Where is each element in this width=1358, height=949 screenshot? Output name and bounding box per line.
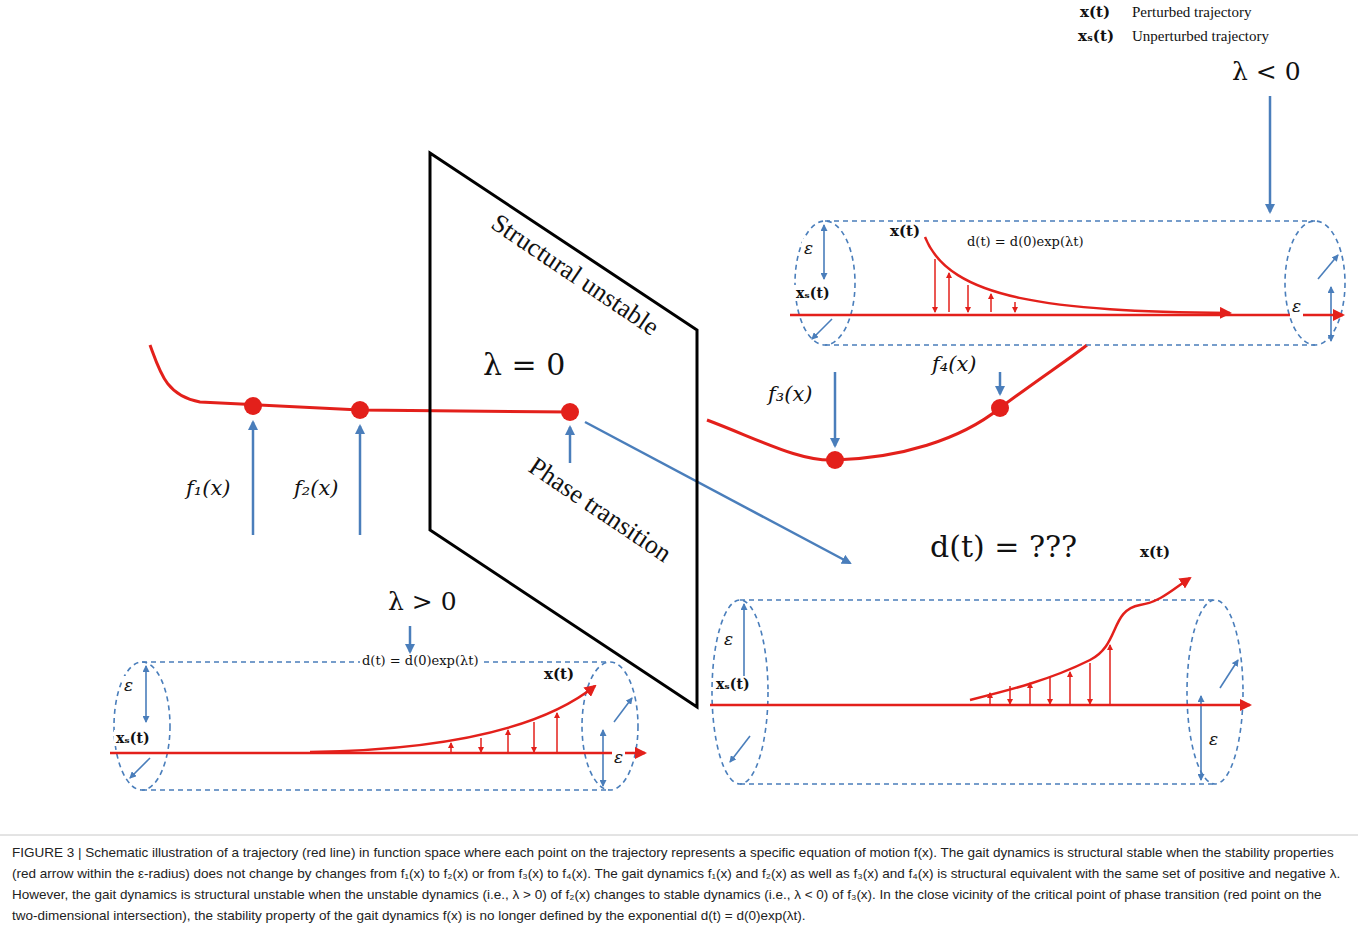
path-shape <box>970 578 1190 700</box>
ellipse-shape <box>712 600 768 784</box>
formula-label: d(t) = ??? <box>930 530 1077 565</box>
perturbation-cylinder: ε xₛ(t) d(t) = d(0)exp(λt) x(t) ε <box>110 650 650 795</box>
line-shape <box>569 427 572 463</box>
plane-label: Structural unstable <box>486 208 665 342</box>
legend-symbol: xₛ(t) <box>1078 28 1114 45</box>
epsilon-label: ε <box>722 630 735 650</box>
circle-shape <box>561 403 579 421</box>
legend-symbol: x(t) <box>1080 4 1110 21</box>
line-shape <box>1109 645 1111 704</box>
plane-label: λ = 0 <box>483 348 565 383</box>
line-shape <box>252 422 255 535</box>
trajectory-label: xₛ(t) <box>114 730 152 746</box>
line-shape <box>1049 677 1051 704</box>
plane-label: Phase transition <box>523 451 677 568</box>
polygon-shape <box>430 153 697 707</box>
line-shape <box>507 730 509 752</box>
function-label: f₂(x) <box>294 476 338 500</box>
ellipse-shape <box>1285 221 1345 345</box>
line-shape <box>740 783 1215 785</box>
trajectory-label: x(t) <box>888 223 922 240</box>
line-shape <box>934 259 936 312</box>
perturbation-cylinder: ε xₛ(t) d(t) = ??? x(t) ε <box>710 530 1255 795</box>
line-shape <box>834 372 837 446</box>
line-shape <box>142 789 610 791</box>
line-shape <box>1014 302 1016 312</box>
line-shape <box>1200 696 1202 780</box>
line-shape <box>409 626 412 652</box>
line-shape <box>614 698 632 722</box>
line-shape <box>790 314 1343 317</box>
figure-caption: FIGURE 3 | Schematic illustration of a t… <box>12 842 1346 926</box>
line-shape <box>1069 672 1071 704</box>
line-shape <box>948 273 950 312</box>
line-shape <box>602 730 604 786</box>
circle-shape <box>351 401 369 419</box>
line-shape <box>740 599 1215 601</box>
line-shape <box>533 722 535 752</box>
perturbation-cylinder: ε xₛ(t) x(t) d(t) = d(0)exp(λt) ε <box>790 215 1350 355</box>
function-label: f₁(x) <box>186 476 230 500</box>
line-shape <box>989 693 991 704</box>
ellipse-shape <box>582 662 638 790</box>
epsilon-label: ε <box>1290 297 1303 317</box>
line-shape <box>480 738 482 752</box>
ellipse-shape <box>795 221 855 345</box>
svg-shape <box>425 145 705 715</box>
line-shape <box>1009 686 1011 704</box>
trajectory-label: x(t) <box>542 666 576 683</box>
line-shape <box>359 426 362 535</box>
phase-plane: Structural unstable λ = 0 Phase transition <box>425 145 705 715</box>
epsilon-label: ε <box>122 676 135 696</box>
line-shape <box>1269 96 1272 212</box>
function-label: f₄(x) <box>932 352 976 376</box>
line-shape <box>967 285 969 312</box>
line-shape <box>730 736 750 762</box>
epsilon-label: ε <box>612 748 625 768</box>
line-shape <box>823 225 825 279</box>
circle-shape <box>244 397 262 415</box>
ellipse-shape <box>1187 600 1243 784</box>
line-shape <box>110 752 645 755</box>
line-shape <box>1220 660 1238 688</box>
line-shape <box>825 344 1315 346</box>
line-shape <box>0 835 1358 836</box>
trajectory-label: xₛ(t) <box>794 285 832 301</box>
line-shape <box>1089 663 1091 704</box>
trajectory-label: xₛ(t) <box>714 676 752 692</box>
circle-shape <box>991 399 1009 417</box>
lambda-label: λ < 0 <box>1232 58 1301 87</box>
line-shape <box>825 220 1315 222</box>
line-shape <box>990 294 992 312</box>
trajectory-label: x(t) <box>1138 544 1172 561</box>
epsilon-label: ε <box>1207 730 1220 750</box>
legend-text: Unperturbed trajectory <box>1132 28 1269 45</box>
circle-shape <box>826 451 844 469</box>
path-shape <box>310 686 595 752</box>
line-shape <box>556 713 558 752</box>
line-shape <box>1318 255 1338 279</box>
formula-label: d(t) = d(0)exp(λt) <box>360 654 481 669</box>
legend-text: Perturbed trajectory <box>1132 4 1252 21</box>
line-shape <box>812 319 832 339</box>
line-shape <box>450 743 452 752</box>
path-shape <box>707 345 1087 460</box>
formula-label: d(t) = d(0)exp(λt) <box>965 235 1086 250</box>
epsilon-label: ε <box>802 239 815 259</box>
line-shape <box>1029 683 1031 704</box>
line-shape <box>710 704 1250 707</box>
line-shape <box>130 758 150 778</box>
line-shape <box>145 666 147 722</box>
function-label: f₃(x) <box>768 382 812 406</box>
lambda-label: λ > 0 <box>388 588 457 617</box>
svg-shape <box>710 530 1255 795</box>
ellipse-shape <box>114 662 170 790</box>
line-shape <box>999 372 1002 394</box>
